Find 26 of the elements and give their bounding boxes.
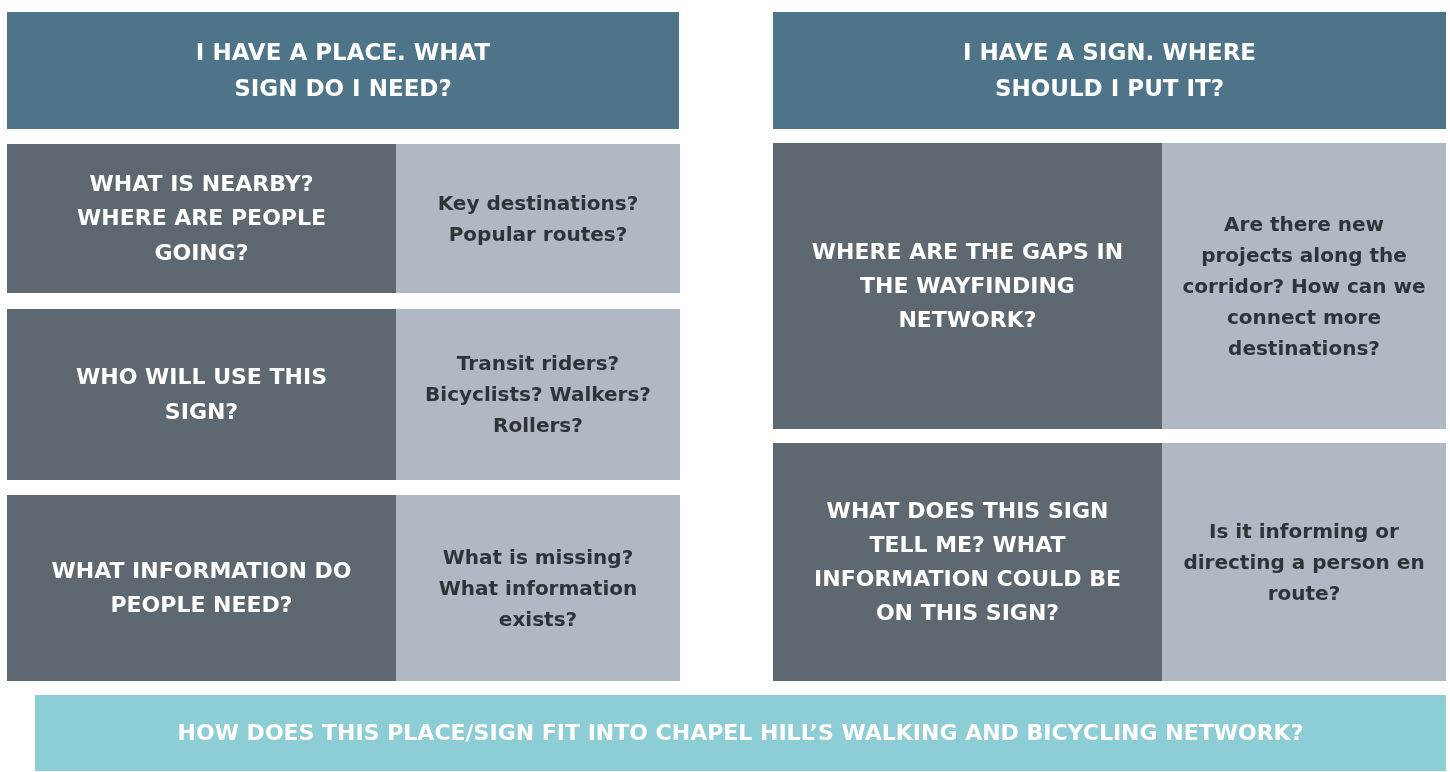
header-banner bbox=[773, 12, 1446, 129]
prompt-text: Key destinations? Popular routes? bbox=[436, 189, 640, 248]
prompt-panel bbox=[1162, 443, 1446, 681]
header-text: I HAVE A PLACE. WHAT SIGN DO I NEED? bbox=[194, 37, 492, 103]
prompt-text: Are there new projects along the corridor? How can we connect more destinations? bbox=[1181, 210, 1427, 362]
footer-text: HOW DOES THIS PLACE/SIGN FIT INTO CHAPEL HILL’S WALKING AND BICYCLING NETWORK? bbox=[177, 718, 1304, 747]
question-panel bbox=[7, 309, 396, 480]
question-panel bbox=[773, 443, 1162, 681]
prompt-panel bbox=[1162, 143, 1446, 429]
question-text: WHAT DOES THIS SIGN TELL ME? WHAT INFORMATION COULD BE ON THIS SIGN? bbox=[813, 496, 1122, 628]
prompt-panel bbox=[396, 309, 680, 480]
prompt-text: Is it informing or directing a person en route? bbox=[1182, 517, 1426, 607]
question-text: WHERE ARE THE GAPS IN THE WAYFINDING NETWORK? bbox=[810, 237, 1125, 335]
prompt-text: Transit riders? Bicyclists? Walkers? Rollers? bbox=[424, 350, 652, 439]
question-text: WHAT IS NEARBY? WHERE ARE PEOPLE GOING? bbox=[76, 170, 327, 267]
prompt-text: What is missing? What information exists? bbox=[437, 543, 639, 633]
question-panel bbox=[773, 143, 1162, 429]
question-panel bbox=[7, 495, 396, 681]
question-text: WHO WILL USE THIS SIGN? bbox=[74, 363, 328, 426]
question-panel bbox=[7, 144, 396, 293]
footer-banner bbox=[35, 695, 1446, 771]
question-text: WHAT INFORMATION DO PEOPLE NEED? bbox=[50, 556, 353, 619]
prompt-panel bbox=[396, 144, 680, 293]
header-text: I HAVE A SIGN. WHERE SHOULD I PUT IT? bbox=[961, 37, 1258, 103]
header-banner bbox=[7, 12, 679, 129]
prompt-panel bbox=[396, 495, 680, 681]
